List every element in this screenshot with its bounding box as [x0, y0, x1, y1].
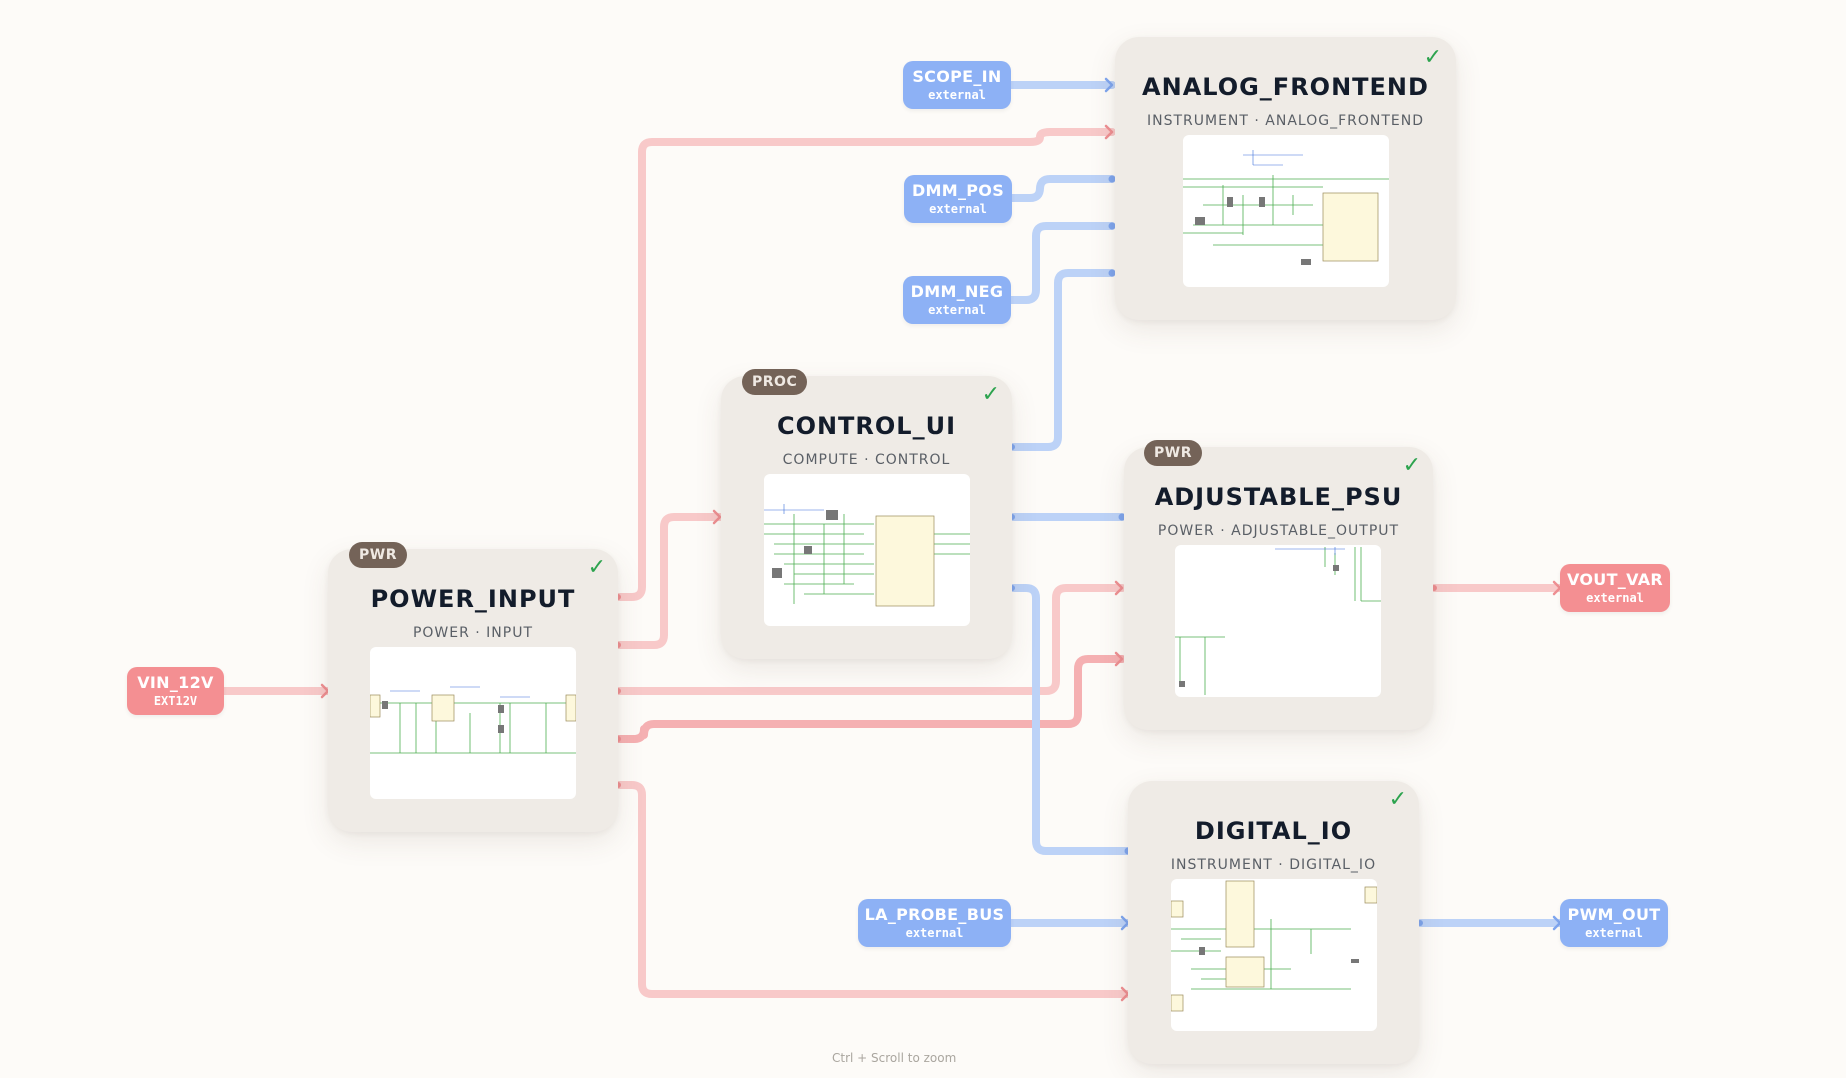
check-icon: ✓	[1402, 453, 1421, 478]
endpoint-dot	[1108, 175, 1116, 183]
schematic-preview	[1171, 880, 1377, 1012]
block-title: POWER_INPUT	[370, 585, 576, 613]
port-name: SCOPE_IN	[912, 67, 1002, 86]
port-scope-in[interactable]: SCOPE_IN external	[903, 61, 1011, 109]
block-title: ADJUSTABLE_PSU	[1154, 483, 1403, 511]
block-subtitle: POWER · ADJUSTABLE_OUTPUT	[1157, 523, 1400, 539]
schematic-preview	[1175, 547, 1381, 695]
block-title: ANALOG_FRONTEND	[1142, 73, 1429, 101]
block-title: CONTROL_UI	[776, 412, 957, 440]
port-kind: external	[928, 88, 986, 102]
port-dmm-neg[interactable]: DMM_NEG external	[903, 276, 1011, 324]
check-icon: ✓	[1423, 45, 1442, 70]
check-icon: ✓	[587, 555, 606, 580]
block-control-ui[interactable]: PROC ✓ CONTROL_UI COMPUTE · CONTROL	[721, 369, 1012, 659]
port-name: LA_PROBE_BUS	[864, 905, 1005, 924]
port-pwm-out[interactable]: PWM_OUT external	[1560, 899, 1668, 947]
block-subtitle: POWER · INPUT	[412, 625, 534, 641]
schematic-preview	[764, 504, 970, 607]
endpoint-dot	[1108, 269, 1116, 277]
port-vout-var[interactable]: VOUT_VAR external	[1560, 564, 1670, 612]
type-badge: PWR	[1144, 440, 1202, 466]
port-kind: external	[929, 202, 987, 216]
port-la-probe-bus[interactable]: LA_PROBE_BUS external	[858, 899, 1011, 947]
schematic-thumbnail[interactable]	[764, 474, 970, 626]
wire-power-to-control	[614, 513, 724, 649]
block-subtitle: INSTRUMENT · ANALOG_FRONTEND	[1146, 113, 1425, 129]
block-adjustable-psu[interactable]: PWR ✓ ADJUSTABLE_PSU POWER · ADJUSTABLE_…	[1124, 440, 1433, 730]
port-kind: external	[1585, 926, 1643, 940]
check-icon: ✓	[981, 382, 1000, 407]
port-name: VOUT_VAR	[1566, 570, 1663, 589]
wire-power-to-psu-b	[614, 655, 1126, 743]
block-power-input[interactable]: PWR ✓ POWER_INPUT POWER · INPUT	[328, 542, 618, 832]
port-kind: external	[905, 926, 964, 940]
check-icon: ✓	[1388, 787, 1407, 812]
block-title: DIGITAL_IO	[1194, 817, 1353, 845]
port-name: PWM_OUT	[1567, 905, 1661, 924]
wire-power-to-analog	[614, 128, 1116, 601]
wire-power-to-digital	[614, 781, 1132, 998]
arrowhead	[712, 509, 722, 525]
port-kind: external	[1586, 591, 1644, 605]
block-digital-io[interactable]: ✓ DIGITAL_IO INSTRUMENT · DIGITAL_IO	[1128, 781, 1419, 1064]
wire-control-to-analog	[1008, 269, 1116, 451]
zoom-hint: Ctrl + Scroll to zoom	[832, 1051, 957, 1065]
schematic-preview	[370, 686, 576, 754]
schematic-thumbnail[interactable]	[1175, 545, 1381, 697]
arrowhead	[1114, 651, 1124, 667]
port-name: DMM_POS	[911, 181, 1005, 200]
block-analog-frontend[interactable]: ✓ ANALOG_FRONTEND INSTRUMENT · ANALOG_FR…	[1115, 37, 1456, 320]
type-badge: PWR	[349, 542, 407, 568]
schematic-thumbnail[interactable]	[1171, 879, 1377, 1031]
schematic-thumbnail[interactable]	[1183, 135, 1389, 287]
block-subtitle: COMPUTE · CONTROL	[782, 452, 951, 468]
wire-dmmpos-to-analog	[1008, 175, 1116, 202]
port-kind: EXT12V	[153, 694, 198, 708]
arrowhead	[1104, 124, 1114, 140]
port-dmm-pos[interactable]: DMM_POS external	[904, 175, 1012, 223]
endpoint-dot	[1108, 222, 1116, 230]
schematic-thumbnail[interactable]	[370, 647, 576, 799]
endpoint-dot	[1118, 513, 1126, 521]
type-badge: PROC	[742, 369, 808, 395]
wire-control-to-digital	[1008, 584, 1132, 855]
wire-dmmneg-to-analog	[1007, 222, 1116, 304]
port-name: VIN_12V	[137, 673, 214, 692]
block-subtitle: INSTRUMENT · DIGITAL_IO	[1170, 857, 1377, 873]
wire-power-to-psu-a	[614, 584, 1126, 695]
arrowhead	[1114, 580, 1124, 596]
port-name: DMM_NEG	[910, 282, 1004, 301]
schematic-preview	[1183, 150, 1389, 265]
port-vin-12v[interactable]: VIN_12V EXT12V	[127, 667, 224, 715]
port-kind: external	[928, 303, 986, 317]
arrowhead	[1104, 77, 1114, 93]
